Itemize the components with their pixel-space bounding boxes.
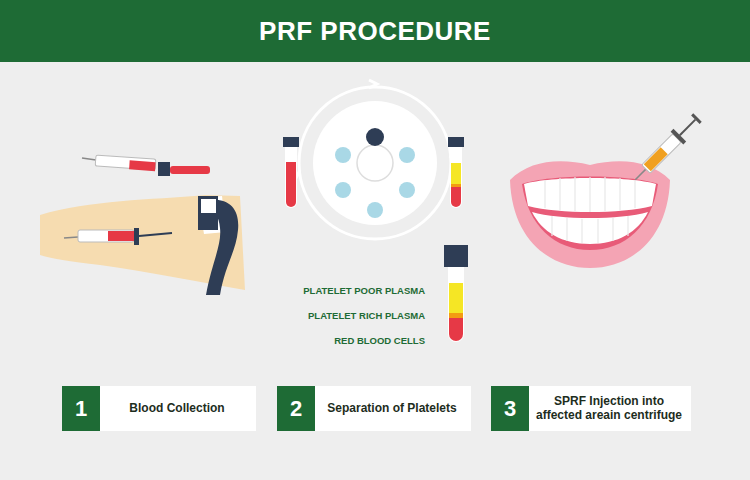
step-number: 3 [491,386,529,431]
layer-label: RED BLOOD CELLS [334,335,425,346]
header-band: PRF PROCEDURE [0,0,750,62]
injection-syringe [629,111,704,186]
layer-label: PLATELET RICH PLASMA [308,310,425,321]
step-label: SPRF Injection into affected areain cent… [531,386,687,431]
step-number: 1 [62,386,100,431]
centrifuge [292,80,458,239]
step-label: Separation of Platelets [317,386,467,431]
title: PRF PROCEDURE [259,16,491,47]
large-tube [444,245,468,342]
step-box: 1Blood Collection [62,386,256,431]
blood-tube [283,137,299,208]
step-box: 3SPRF Injection into affected areain cen… [491,386,691,431]
separated-tube [448,137,464,208]
step-number: 2 [277,386,315,431]
step-box: 2Separation of Platelets [277,386,471,431]
mouth-illustration [510,161,670,268]
arm-illustration [40,195,245,295]
layer-label: PLATELET POOR PLASMA [303,285,425,296]
syringe-in-arm [64,228,172,245]
step-label: Blood Collection [102,386,252,431]
syringe [82,155,210,176]
